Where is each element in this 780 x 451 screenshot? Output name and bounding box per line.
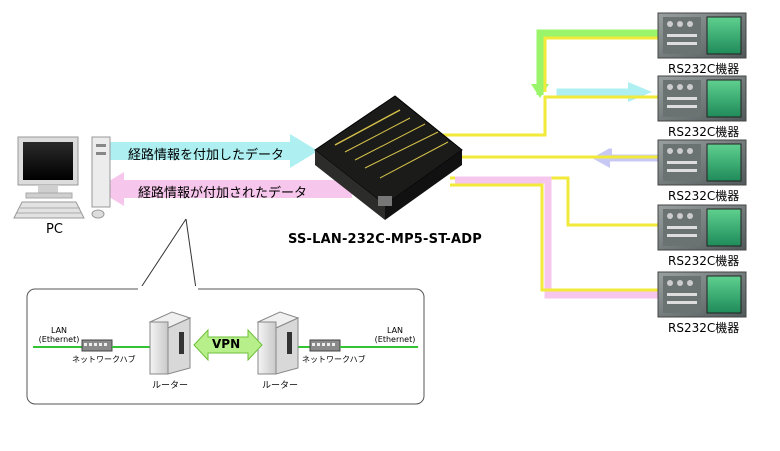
rs232c-label-5: RS232C機器 (668, 321, 740, 335)
vpn-label: VPN (212, 337, 241, 351)
route-line-device-1-yellow (543, 36, 660, 92)
route-line-device-1-green (536, 29, 660, 95)
inbound-arrow-body (122, 180, 352, 198)
device-model-label: SS-LAN-232C-MP5-ST-ADP (288, 232, 482, 247)
route-arrowhead-right (628, 82, 652, 102)
lan-right-line1: LAN (386, 326, 404, 335)
lan-left-label: LAN (Ethernet) (34, 326, 84, 344)
route-line-device-5-pink (455, 176, 660, 299)
lan-left-line1: LAN (50, 326, 68, 335)
router-icon-left (148, 311, 192, 375)
lan-left-line2: (Ethernet) (38, 335, 80, 344)
lan-right-line2: (Ethernet) (374, 335, 416, 344)
lan-right-label: LAN (Ethernet) (370, 326, 420, 344)
rs232c-label-4: RS232C機器 (668, 254, 740, 268)
route-line-device-2-yellow (440, 95, 660, 137)
rs232c-label-2: RS232C機器 (668, 125, 740, 139)
rs232c-device-icon-2 (657, 75, 747, 122)
hub-right-label: ネットワークハブ (302, 355, 366, 364)
callout-line-left (139, 218, 187, 290)
inbound-flow-label: 経路情報が付加されたデータ (138, 186, 308, 201)
converter-device-icon (314, 95, 463, 220)
pc-label: PC (46, 222, 63, 237)
rs232c-device-icon-3 (657, 139, 747, 186)
route-line-device-5-yellow (450, 183, 660, 292)
router-left-label: ルーター (152, 381, 189, 391)
hub-left-label: ネットワークハブ (72, 355, 136, 364)
rs232c-label-3: RS232C機器 (668, 189, 740, 203)
rs232c-label-1: RS232C機器 (668, 62, 740, 76)
pc-computer-icon (13, 136, 111, 219)
outbound-arrow-body (108, 142, 293, 160)
rs232c-device-icon-1 (657, 12, 747, 59)
router-right-label: ルーター (262, 381, 299, 391)
network-hub-icon-left (81, 339, 113, 352)
outbound-arrowhead (290, 134, 318, 168)
router-icon-right (256, 311, 300, 375)
vpn-double-arrow (193, 328, 263, 362)
rs232c-device-icon-5 (657, 271, 747, 318)
network-hub-icon-right (309, 339, 341, 352)
rs232c-device-icon-4 (657, 204, 747, 251)
callout-line-right (185, 218, 197, 290)
outbound-flow-label: 経路情報を付加したデータ (128, 148, 285, 163)
